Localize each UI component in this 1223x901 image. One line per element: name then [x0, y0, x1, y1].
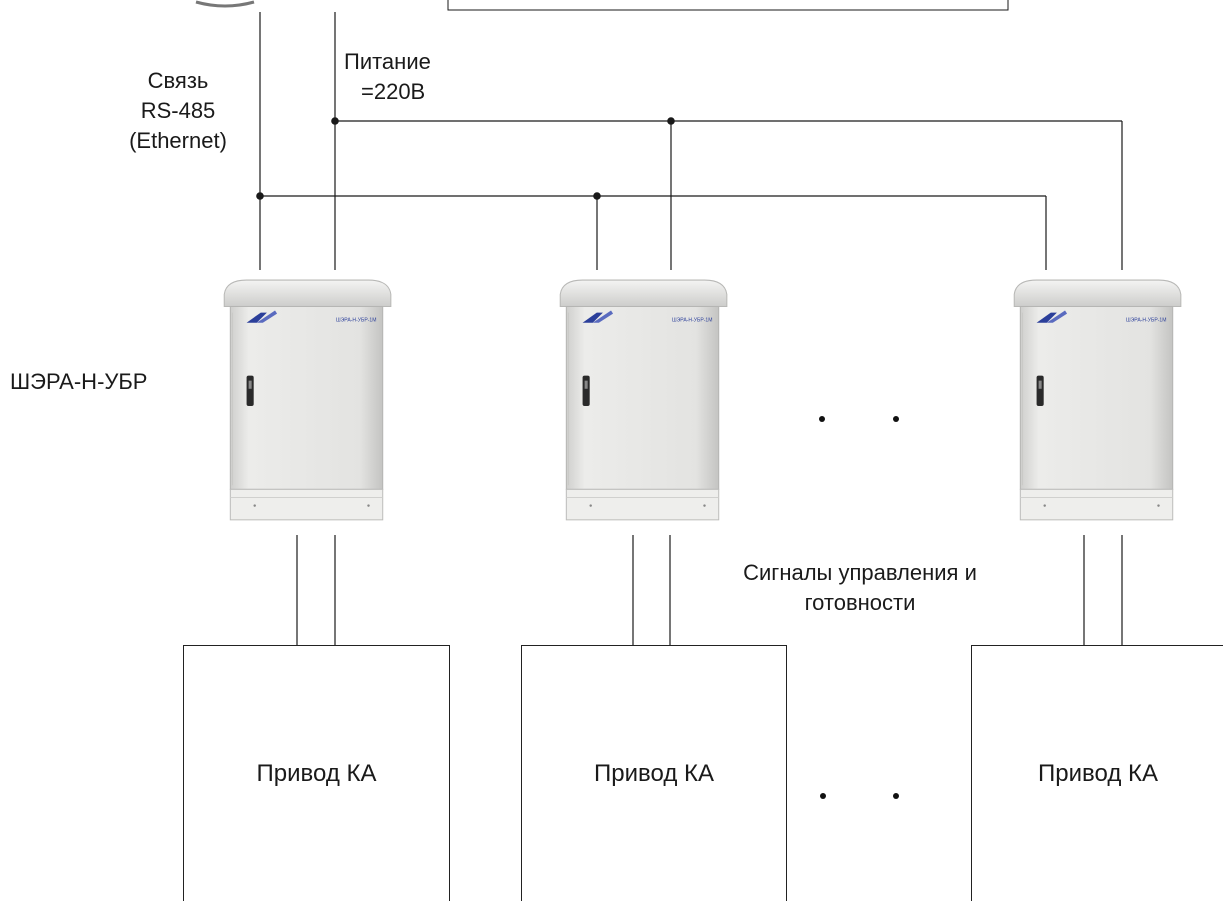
drive-box-2: Привод КА — [521, 645, 787, 901]
drive-label: Привод КА — [256, 760, 377, 787]
cabinet-1 — [216, 276, 394, 530]
drive-box-3: Привод КА — [971, 645, 1223, 901]
comm-label-line3: (Ethernet) — [129, 128, 227, 153]
signals-label-line2: готовности — [804, 590, 916, 615]
ellipsis-dot — [893, 793, 899, 799]
signals-label: Сигналы управления и готовности — [690, 558, 1030, 618]
ellipsis-dot — [819, 416, 825, 422]
comm-label-line2: RS-485 — [140, 98, 216, 123]
drive-label: Привод КА — [1038, 760, 1158, 787]
ellipsis-dot — [893, 416, 899, 422]
signals-label-line1: Сигналы управления и — [743, 560, 977, 585]
ellipsis-dot — [820, 793, 826, 799]
power-label: Питание =220В — [344, 47, 431, 107]
drive-label: Привод КА — [594, 760, 714, 787]
comm-label: Связь RS-485 (Ethernet) — [88, 66, 268, 156]
comm-label-line1: Связь — [147, 68, 209, 93]
cabinet-label: ШЭРА-Н-УБР — [10, 369, 148, 394]
drive-box-1: Привод КА — [183, 645, 450, 901]
cabinet-3 — [1006, 276, 1184, 530]
power-label-line2: =220В — [361, 79, 426, 104]
cabinet-2 — [552, 276, 730, 530]
power-label-line1: Питание — [344, 49, 431, 74]
